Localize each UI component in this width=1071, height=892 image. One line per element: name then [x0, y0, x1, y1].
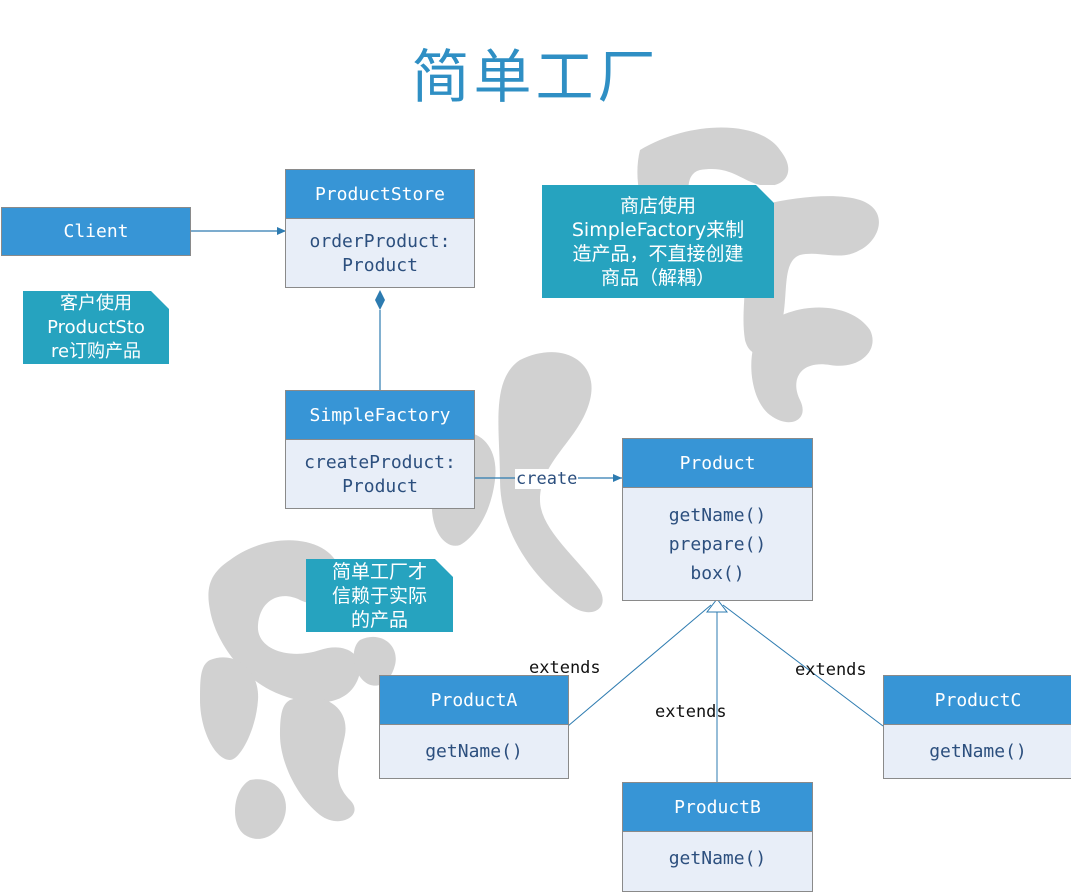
method: createProduct: — [304, 451, 456, 473]
composition-diamond — [375, 290, 385, 310]
note-line: 商品（解耦） — [600, 266, 715, 289]
watermark-stroke — [234, 779, 286, 839]
productc-extends-line — [722, 604, 884, 727]
note-line: 客户使用 — [60, 292, 132, 314]
note-line: re订购产品 — [50, 340, 142, 362]
class-productc[interactable]: ProductC getName() — [883, 675, 1071, 779]
method: box() — [690, 563, 745, 584]
diagram-title: 简单工厂 — [411, 43, 660, 111]
class-body: getName() prepare() box() — [623, 488, 812, 601]
note-factory: 简单工厂才 信赖于实际 的产品 — [306, 559, 453, 632]
watermark-stroke — [200, 657, 259, 760]
watermark-stroke — [353, 636, 396, 686]
class-body: orderProduct: Product — [286, 219, 474, 288]
generalization-triangle — [705, 598, 729, 613]
note-fold-corner — [435, 559, 453, 577]
method: getName() — [425, 741, 523, 762]
watermark-stroke — [280, 696, 355, 822]
class-simplefactory[interactable]: SimpleFactory createProduct: Product — [285, 390, 475, 509]
note-fold-corner — [151, 291, 169, 309]
class-name: ProductStore — [286, 170, 474, 219]
create-label: create — [515, 469, 579, 489]
note-fold-corner — [756, 185, 774, 203]
watermark-stroke — [498, 352, 603, 613]
watermark-stroke — [751, 307, 873, 423]
note-line: 简单工厂才 — [331, 560, 427, 583]
method: getName() — [929, 741, 1027, 762]
method: orderProduct: — [309, 230, 451, 252]
class-productstore[interactable]: ProductStore orderProduct: Product — [285, 169, 475, 288]
class-productb[interactable]: ProductB getName() — [622, 782, 813, 892]
class-name: ProductB — [623, 783, 812, 832]
note-line: 信赖于实际 — [331, 584, 427, 607]
note-store: 商店使用 SimpleFactory来制 造产品，不直接创建 商品（解耦） — [542, 185, 774, 298]
method: getName() — [668, 848, 767, 869]
note-line: 的产品 — [350, 608, 408, 631]
extends-label-b: extends — [655, 702, 727, 722]
producta-extends-line — [567, 604, 712, 727]
client-box[interactable]: Client — [1, 207, 191, 256]
class-name: ProductA — [380, 676, 568, 725]
note-client: 客户使用 ProductSto re订购产品 — [23, 291, 169, 364]
extends-label-a: extends — [529, 658, 601, 678]
note-line: SimpleFactory来制 — [571, 218, 745, 241]
class-body: getName() — [623, 832, 812, 886]
method: getName() — [668, 505, 767, 526]
class-name: ProductC — [884, 676, 1071, 725]
note-line: ProductSto — [47, 316, 145, 338]
extends-label-c: extends — [795, 660, 867, 680]
class-name: Product — [623, 439, 812, 488]
class-product[interactable]: Product getName() prepare() box() — [622, 438, 813, 601]
method: prepare() — [668, 534, 767, 555]
class-body: getName() — [884, 725, 1071, 779]
note-line: 造产品，不直接创建 — [572, 242, 744, 265]
class-name: SimpleFactory — [286, 391, 474, 440]
note-line: 商店使用 — [619, 194, 696, 217]
class-body: createProduct: Product — [286, 440, 474, 509]
method: Product — [342, 254, 418, 276]
class-body: getName() — [380, 725, 568, 779]
method: Product — [342, 475, 418, 497]
class-producta[interactable]: ProductA getName() — [379, 675, 569, 779]
